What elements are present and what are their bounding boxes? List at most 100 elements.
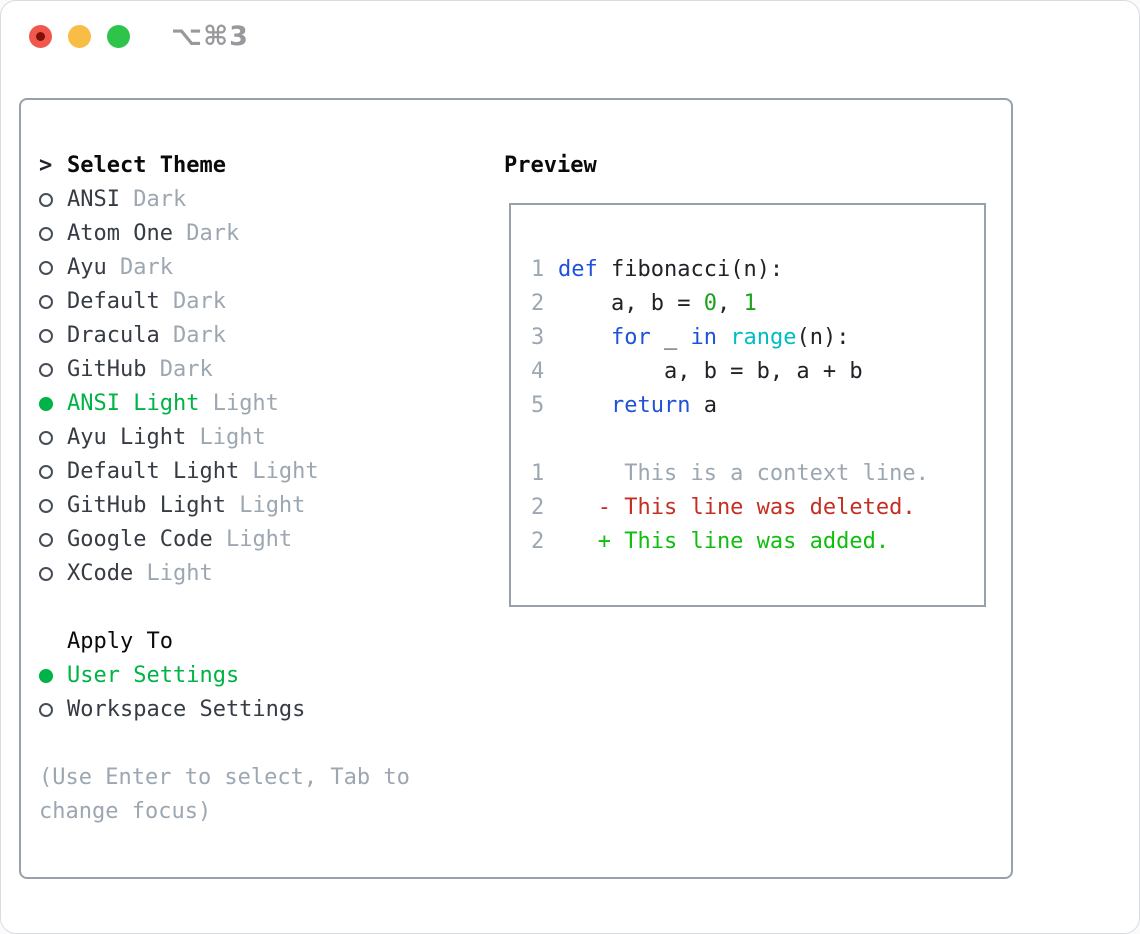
theme-option-google-code[interactable]: Google Code Light bbox=[39, 523, 410, 557]
radio-icon bbox=[39, 431, 53, 445]
theme-name: ANSI bbox=[67, 187, 120, 212]
theme-variant: Light bbox=[133, 561, 213, 586]
selection-caret: > bbox=[39, 153, 53, 178]
radio-icon bbox=[39, 193, 53, 207]
close-dot-icon bbox=[36, 31, 45, 41]
theme-variant: Dark bbox=[106, 255, 173, 280]
line-number bbox=[531, 423, 558, 457]
titlebar: ⌥⌘3 bbox=[1, 1, 1139, 71]
spacer bbox=[39, 727, 410, 761]
hint-line-1: (Use Enter to select, Tab to bbox=[39, 765, 410, 790]
radio-icon bbox=[39, 533, 53, 547]
maximize-button[interactable] bbox=[107, 24, 130, 48]
line-content: return a bbox=[610, 393, 717, 418]
code-line: 3 for _ in range(n): bbox=[531, 321, 929, 355]
line-number: 2 bbox=[531, 495, 545, 520]
theme-name: Default bbox=[67, 289, 160, 314]
traffic-lights bbox=[29, 24, 130, 48]
code-line: 2 a, b = 0, 1 bbox=[531, 287, 929, 321]
theme-name: XCode bbox=[67, 561, 134, 586]
window-shortcut-label: ⌥⌘3 bbox=[171, 20, 249, 52]
theme-variant: Dark bbox=[119, 187, 187, 212]
theme-option-atom-one[interactable]: Atom One Dark bbox=[39, 217, 410, 251]
apply-to-title: Apply To bbox=[67, 629, 173, 654]
line-number: 1 bbox=[531, 257, 545, 282]
theme-option-dracula[interactable]: Dracula Dark bbox=[39, 319, 410, 353]
spacer bbox=[39, 591, 410, 625]
theme-variant: Light bbox=[212, 527, 293, 552]
theme-name: Google Code bbox=[67, 527, 213, 552]
hint-line-2: change focus) bbox=[39, 799, 212, 824]
radio-icon bbox=[39, 329, 53, 343]
radio-icon bbox=[39, 567, 53, 581]
select-theme-header: > Select Theme bbox=[39, 149, 410, 183]
line-number: 4 bbox=[531, 359, 545, 384]
line-number: 1 bbox=[531, 461, 545, 486]
apply-to-header: Apply To bbox=[39, 625, 410, 659]
minimize-button[interactable] bbox=[68, 24, 91, 48]
theme-name: Ayu Light bbox=[67, 425, 187, 450]
theme-option-default-light[interactable]: Default Light Light bbox=[39, 455, 410, 489]
theme-variant: Dark bbox=[159, 289, 226, 314]
theme-option-ayu-light[interactable]: Ayu Light Light bbox=[39, 421, 410, 455]
radio-icon bbox=[39, 295, 53, 309]
theme-variant: Light bbox=[186, 425, 266, 450]
theme-name: Atom One bbox=[67, 221, 173, 246]
code-line: 5 return a bbox=[531, 389, 929, 423]
theme-variant: Light bbox=[239, 459, 319, 484]
radio-icon bbox=[39, 363, 53, 377]
theme-option-xcode[interactable]: XCode Light bbox=[39, 557, 410, 591]
apply-option-user-settings[interactable]: User Settings bbox=[39, 659, 410, 693]
theme-name: Dracula bbox=[67, 323, 160, 348]
theme-option-ansi[interactable]: ANSI Dark bbox=[39, 183, 410, 217]
apply-option-label: Workspace Settings bbox=[67, 697, 306, 722]
apply-option-workspace-settings[interactable]: Workspace Settings bbox=[39, 693, 410, 727]
theme-option-ansi-light[interactable]: ANSI Light Light bbox=[39, 387, 410, 421]
theme-variant: Dark bbox=[159, 323, 226, 348]
code-line: 2 + This line was added. bbox=[531, 525, 929, 559]
theme-option-default[interactable]: Default Dark bbox=[39, 285, 410, 319]
code-blank-line bbox=[531, 423, 929, 457]
theme-name: ANSI Light bbox=[67, 391, 200, 416]
line-number: 5 bbox=[531, 393, 545, 418]
line-content: for _ in range(n): bbox=[610, 325, 850, 350]
code-line: 4 a, b = b, a + b bbox=[531, 355, 929, 389]
theme-name: GitHub bbox=[67, 357, 147, 382]
line-number: 2 bbox=[531, 291, 545, 316]
theme-variant: Dark bbox=[146, 357, 213, 382]
radio-selected-icon bbox=[39, 397, 53, 411]
radio-icon bbox=[39, 465, 53, 479]
line-content: + This line was added. bbox=[558, 529, 890, 554]
theme-variant: Dark bbox=[172, 221, 240, 246]
theme-name: Ayu bbox=[67, 255, 107, 280]
code-line: 2 - This line was deleted. bbox=[531, 491, 929, 525]
theme-variant: Light bbox=[199, 391, 279, 416]
line-number: 2 bbox=[531, 529, 545, 554]
close-button[interactable] bbox=[29, 24, 52, 48]
apply-option-label: User Settings bbox=[67, 663, 240, 688]
code-line: 1 def fibonacci(n): bbox=[531, 253, 929, 287]
line-content: a, b = 0, 1 bbox=[558, 291, 757, 316]
radio-icon bbox=[39, 703, 53, 717]
theme-option-github[interactable]: GitHub Dark bbox=[39, 353, 410, 387]
radio-selected-icon bbox=[39, 669, 53, 683]
theme-name: GitHub Light bbox=[67, 493, 226, 518]
line-content: - This line was deleted. bbox=[558, 495, 916, 520]
select-theme-title: Select Theme bbox=[67, 153, 226, 178]
theme-option-github-light[interactable]: GitHub Light Light bbox=[39, 489, 410, 523]
radio-icon bbox=[39, 499, 53, 513]
theme-name: Default Light bbox=[67, 459, 240, 484]
line-content: This is a context line. bbox=[558, 461, 929, 486]
theme-variant: Light bbox=[225, 493, 306, 518]
theme-option-ayu[interactable]: Ayu Dark bbox=[39, 251, 410, 285]
code-line: 1 This is a context line. bbox=[531, 457, 929, 491]
preview-title: Preview bbox=[504, 153, 597, 178]
line-content: def fibonacci(n): bbox=[558, 257, 784, 282]
